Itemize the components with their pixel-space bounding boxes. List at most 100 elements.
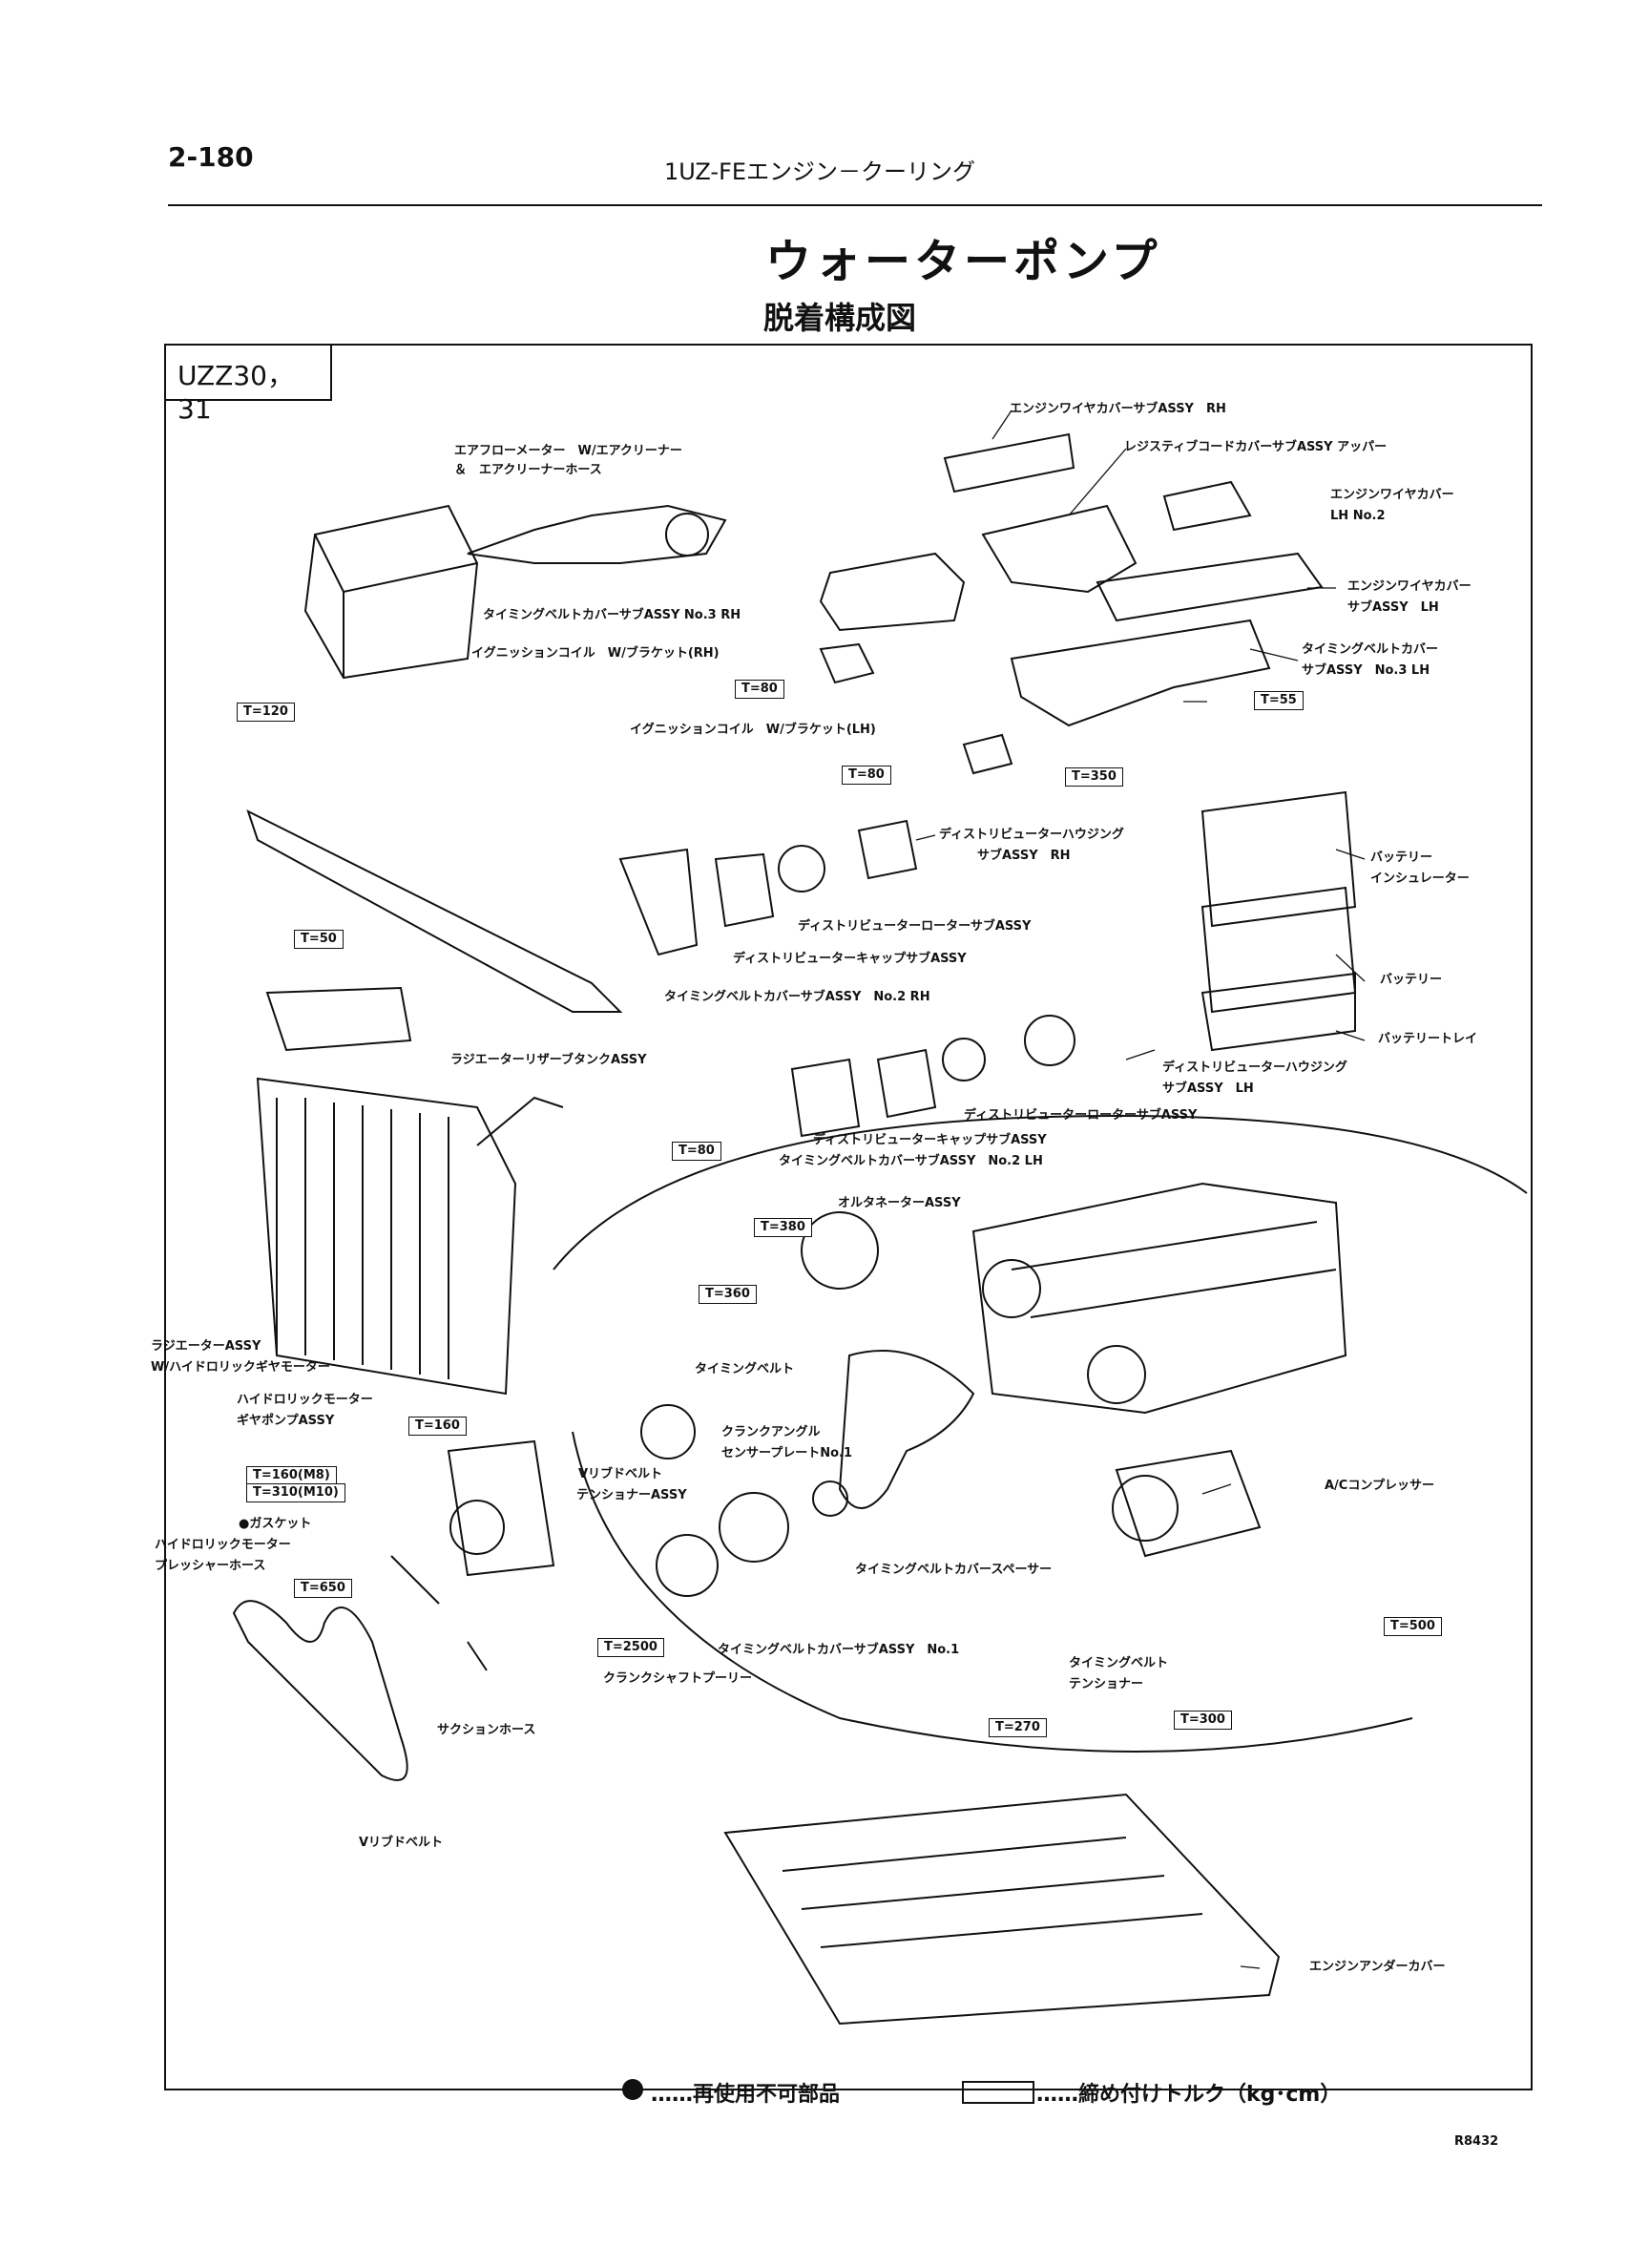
torque-box: T=120 <box>237 703 295 722</box>
ignition-coil-lh-drawing <box>962 733 1013 775</box>
label-distributor-housing-rh-line1: ディストリビューターハウジング <box>939 828 1124 842</box>
label-timing-belt-cover-no1: タイミングベルトカバーサブASSY No.1 <box>718 1643 960 1657</box>
label-resistive-cord-cover: レジスティブコードカバーサブASSY アッパー <box>1124 440 1388 454</box>
torque-box-icon <box>962 2081 1034 2104</box>
label-engine-under-cover: エンジンアンダーカバー <box>1309 1960 1446 1974</box>
body-outline-drawing <box>553 1115 1528 1270</box>
label-radiator-line2: W/ハイドロリックギヤモーター <box>151 1360 330 1375</box>
label-air-flow-meter-line1: エアフローメーター W/エアクリーナー <box>454 444 682 458</box>
torque-box: T=55 <box>1254 691 1304 710</box>
label-distributor-housing-rh-line2: サブASSY RH <box>977 849 1071 863</box>
suction-hose-drawing <box>467 1641 488 1671</box>
torque-box: T=360 <box>699 1285 757 1304</box>
label-alternator: オルタネーターASSY <box>838 1196 961 1210</box>
label-air-flow-meter-line2: ＆ エアクリーナーホース <box>454 463 602 477</box>
figure-code: R8432 <box>1454 2134 1499 2149</box>
label-ac-compressor: A/Cコンプレッサー <box>1325 1479 1434 1493</box>
torque-box: T=500 <box>1384 1617 1442 1636</box>
label-timing-belt-cover-no2-rh: タイミングベルトカバーサブASSY No.2 RH <box>664 990 930 1004</box>
distributor-rh-drawing <box>618 819 918 956</box>
label-timing-belt-cover-no3-lh-line2: サブASSY No.3 LH <box>1302 663 1430 678</box>
label-engine-wire-cover-rh: エンジンワイヤカバーサブASSY RH <box>1010 402 1226 416</box>
header-rule <box>168 204 1542 206</box>
label-distributor-housing-lh-line2: サブASSY LH <box>1162 1082 1254 1096</box>
label-v-ribbed-tensioner-line2: テンショナーASSY <box>576 1488 687 1502</box>
torque-box: T=350 <box>1065 767 1123 787</box>
torque-box: T=650 <box>294 1579 352 1598</box>
timing-belt-cover-no3-lh-drawing <box>1010 619 1271 727</box>
label-timing-belt-tensioner-line1: タイミングベルト <box>1069 1656 1169 1670</box>
v-ribbed-tensioner-drawing <box>640 1404 696 1460</box>
diagram-frame <box>164 344 1533 2090</box>
label-engine-wire-cover-lh-line2: サブASSY LH <box>1347 600 1439 615</box>
crank-angle-plate-drawing <box>812 1480 848 1517</box>
torque-box: T=80 <box>672 1142 721 1161</box>
label-ignition-coil-lh: イグニッションコイル W/ブラケット(LH) <box>630 723 876 737</box>
label-v-ribbed-belt: Vリブドベルト <box>359 1836 444 1850</box>
torque-box: T=310(M10) <box>246 1483 345 1502</box>
label-timing-belt-cover-no3-rh: タイミングベルトカバーサブASSY No.3 RH <box>483 608 741 622</box>
label-ignition-coil-rh: イグニッションコイル W/ブラケット(RH) <box>471 646 720 661</box>
legend-torque: ……締め付けトルク（kg･cm） <box>1036 2083 1342 2107</box>
label-battery-tray: バッテリートレイ <box>1378 1032 1478 1046</box>
ignition-coil-rh-drawing <box>819 642 875 684</box>
torque-box: T=380 <box>754 1218 812 1237</box>
v-ribbed-belt-drawing <box>232 1600 408 1781</box>
non-reusable-part-icon <box>622 2079 643 2100</box>
air-cleaner-drawing <box>303 504 727 680</box>
battery-drawing <box>1200 790 1357 1052</box>
hydraulic-pump-drawing <box>447 1439 555 1577</box>
reserve-tank-drawing <box>265 986 412 1052</box>
engine-wire-covers-drawing <box>819 432 1324 632</box>
crankshaft-pulley-drawing <box>656 1534 719 1597</box>
label-distributor-housing-lh-line1: ディストリビューターハウジング <box>1162 1060 1347 1075</box>
engine-under-cover-drawing <box>723 1793 1281 2026</box>
label-distributor-cap-rh: ディストリビューターキャップサブASSY <box>733 952 967 966</box>
label-v-ribbed-tensioner-line1: Vリブドベルト <box>578 1467 663 1481</box>
label-engine-wire-cover-lh2-line2: LH No.2 <box>1330 509 1386 523</box>
label-crankshaft-pulley: クランクシャフトプーリー <box>603 1671 753 1686</box>
model-label: UZZ30，31 <box>164 344 332 425</box>
label-distributor-rotor-lh: ディストリビューターローターサブASSY <box>964 1108 1198 1123</box>
torque-box: T=50 <box>294 930 344 949</box>
label-timing-belt-tensioner-line2: テンショナー <box>1069 1677 1144 1691</box>
label-timing-belt-cover-no2-lh: タイミングベルトカバーサブASSY No.2 LH <box>779 1154 1043 1168</box>
label-pressure-hose-line1: ハイドロリックモーター <box>155 1538 291 1552</box>
timing-belt-drawing <box>838 1350 975 1509</box>
label-timing-belt-cover-no3-lh-line1: タイミングベルトカバー <box>1302 642 1439 657</box>
label-engine-wire-cover-lh2-line1: エンジンワイヤカバー <box>1330 488 1454 502</box>
label-timing-belt: タイミングベルト <box>695 1362 795 1376</box>
label-timing-belt-spacer: タイミングベルトカバースペーサー <box>855 1563 1053 1577</box>
label-hydraulic-pump-line1: ハイドロリックモーター <box>237 1393 373 1407</box>
label-distributor-rotor-rh: ディストリビューターローターサブASSY <box>798 919 1032 934</box>
pressure-hose-drawing <box>390 1555 440 1605</box>
label-crank-angle-plate-line1: クランクアングル <box>721 1425 821 1439</box>
torque-box: T=300 <box>1174 1711 1232 1730</box>
torque-box: T=270 <box>989 1718 1047 1737</box>
radiator-support-drawing <box>246 809 623 1013</box>
label-engine-wire-cover-lh-line1: エンジンワイヤカバー <box>1347 579 1472 594</box>
ac-compressor-drawing <box>1115 1449 1262 1558</box>
engine-block-drawing <box>971 1182 1347 1415</box>
header-title: 1UZ-FEエンジン－クーリング <box>664 158 976 185</box>
label-suction-hose: サクションホース <box>437 1723 536 1737</box>
torque-box: T=160 <box>408 1417 467 1436</box>
label-gasket: ●ガスケット <box>239 1517 312 1531</box>
timing-belt-cover-no1-drawing <box>719 1492 789 1563</box>
label-pressure-hose-line2: プレッシャーホース <box>155 1559 266 1573</box>
torque-box: T=2500 <box>597 1638 664 1657</box>
label-radiator-reserve-tank: ラジエーターリザーブタンクASSY <box>450 1053 647 1067</box>
label-battery-insulator-line1: バッテリー <box>1370 850 1433 865</box>
label-battery-insulator-line2: インシュレーター <box>1370 872 1470 886</box>
label-hydraulic-pump-line2: ギヤポンプASSY <box>237 1414 335 1428</box>
torque-box: T=80 <box>735 680 784 699</box>
label-distributor-cap-lh: ディストリビューターキャップサブASSY <box>813 1133 1047 1147</box>
page-number: 2-180 <box>168 141 254 173</box>
alternator-drawing <box>801 1211 879 1290</box>
distributor-lh-drawing <box>790 1015 1075 1138</box>
label-radiator-line1: ラジエーターASSY <box>151 1339 261 1354</box>
radiator-drawing <box>256 1077 564 1396</box>
page-subtitle: 脱着構成図 <box>763 300 917 336</box>
label-battery: バッテリー <box>1380 973 1443 987</box>
